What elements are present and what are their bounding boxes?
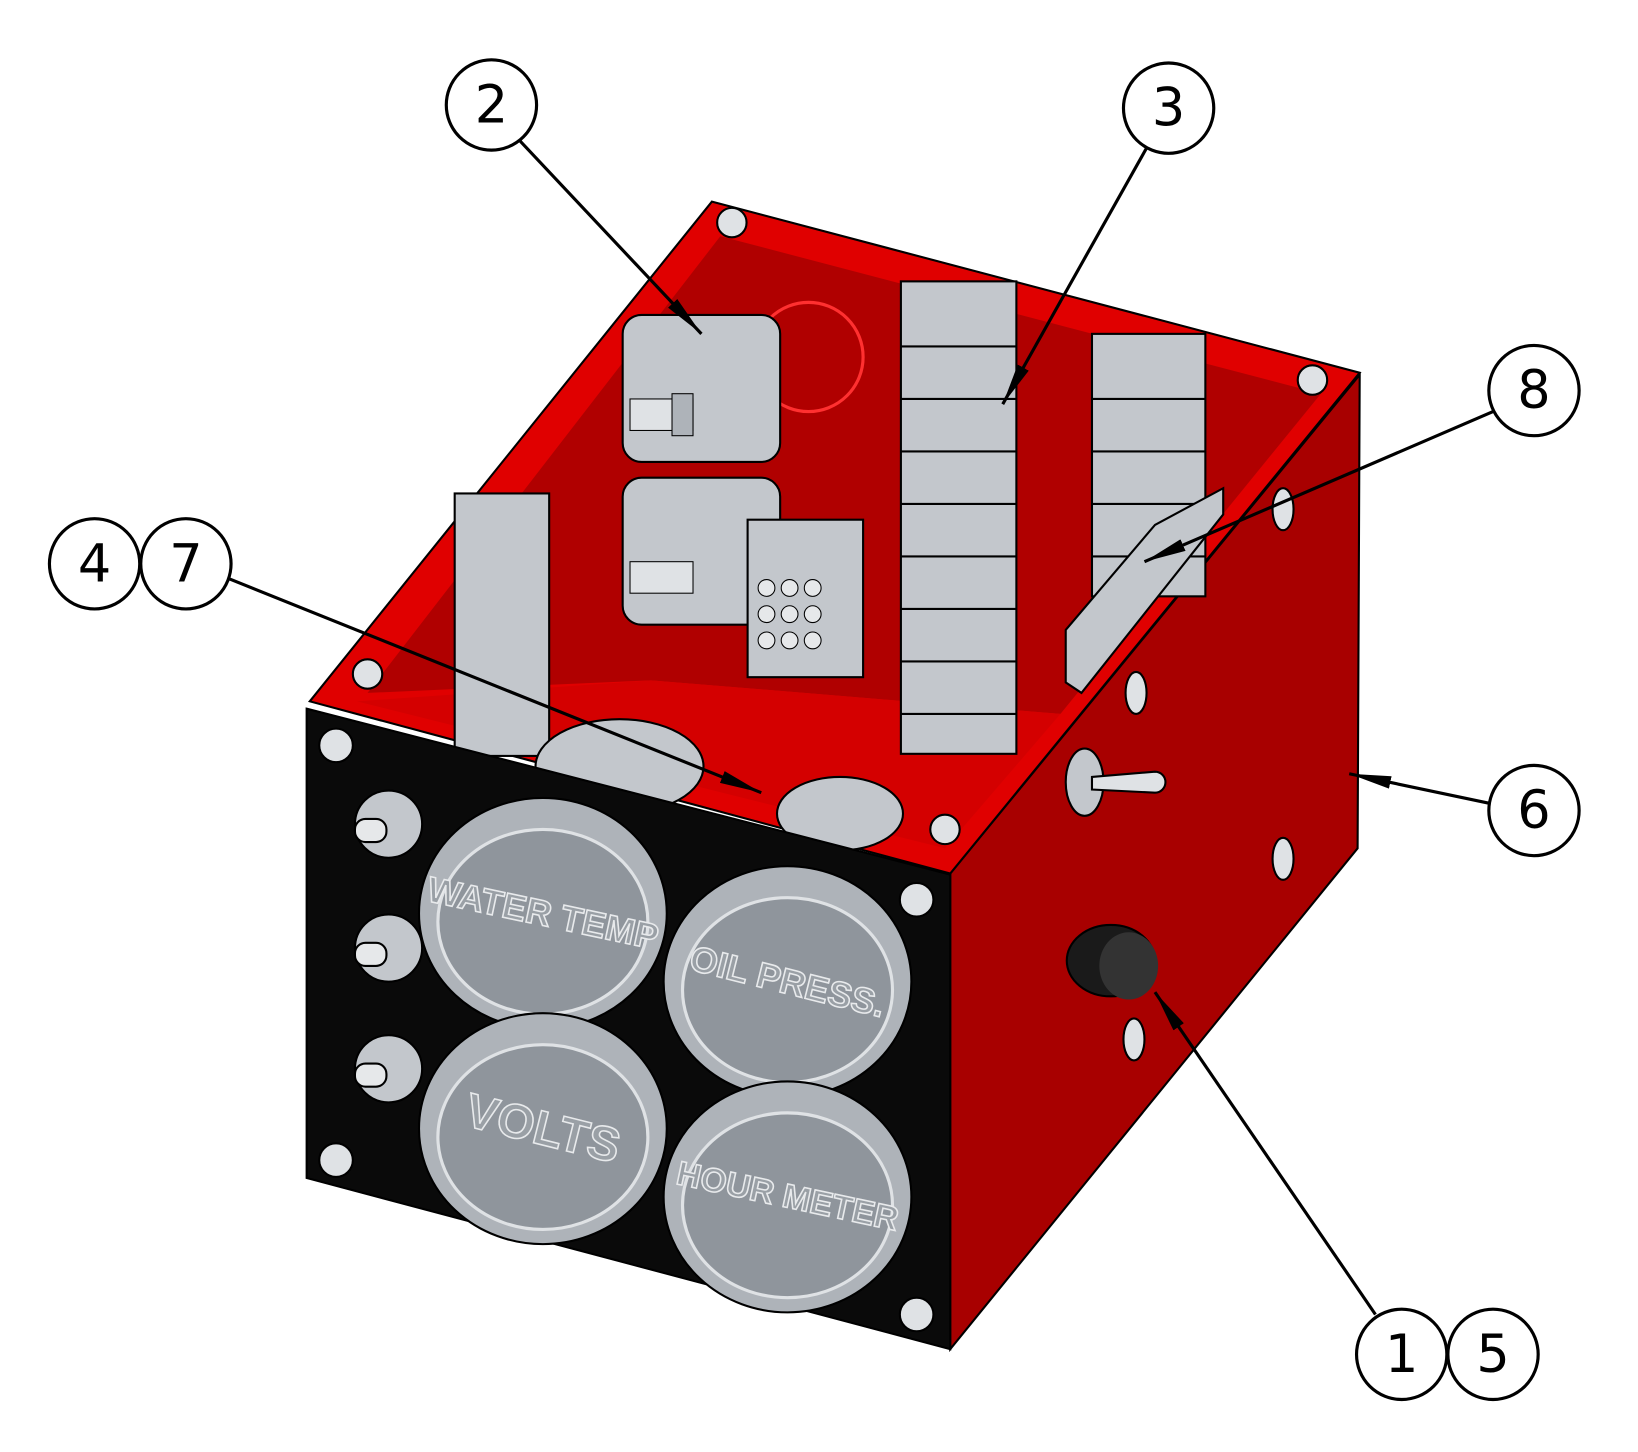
callout-label: 6 xyxy=(1517,780,1550,841)
callout-label: 5 xyxy=(1476,1324,1509,1385)
enclosure-interior-back xyxy=(367,236,1321,714)
relay-upper xyxy=(621,313,782,464)
terminal-strip-left xyxy=(453,492,551,757)
side-connector xyxy=(1065,923,1159,1000)
callout-label: 1 xyxy=(1385,1324,1418,1385)
gauge-volts: VOLTS xyxy=(417,1012,668,1246)
panel-toggle-switches xyxy=(353,789,424,1104)
callout-label: 4 xyxy=(78,533,111,594)
screws xyxy=(318,206,1329,1333)
callout-1: 1 xyxy=(1354,1307,1449,1402)
callout-6: 6 xyxy=(1487,763,1581,858)
side-holes xyxy=(1122,487,1295,1062)
gauge-water-temp: WATER TEMP xyxy=(417,796,668,1030)
callout-label: 2 xyxy=(475,74,508,135)
relay-lower xyxy=(621,476,782,626)
gauge-hour-meter: HOUR METER xyxy=(662,1080,913,1314)
terminal-strip-center xyxy=(899,280,1018,755)
callout-label: 7 xyxy=(169,533,202,594)
callout-5: 5 xyxy=(1446,1307,1540,1402)
gauge-oil-press: OIL PRESS. xyxy=(662,865,913,1099)
leader-lines xyxy=(225,139,1494,1316)
callout-label: 8 xyxy=(1517,360,1550,421)
callout-4: 4 xyxy=(47,517,142,611)
callout-3: 3 xyxy=(1121,61,1216,155)
multi-pin-connector xyxy=(746,518,865,679)
side-toggle-switch xyxy=(1064,747,1167,817)
callout-2: 2 xyxy=(444,58,539,152)
callout-8: 8 xyxy=(1487,343,1581,438)
callout-7: 7 xyxy=(139,517,233,611)
callout-label: 3 xyxy=(1152,78,1185,139)
